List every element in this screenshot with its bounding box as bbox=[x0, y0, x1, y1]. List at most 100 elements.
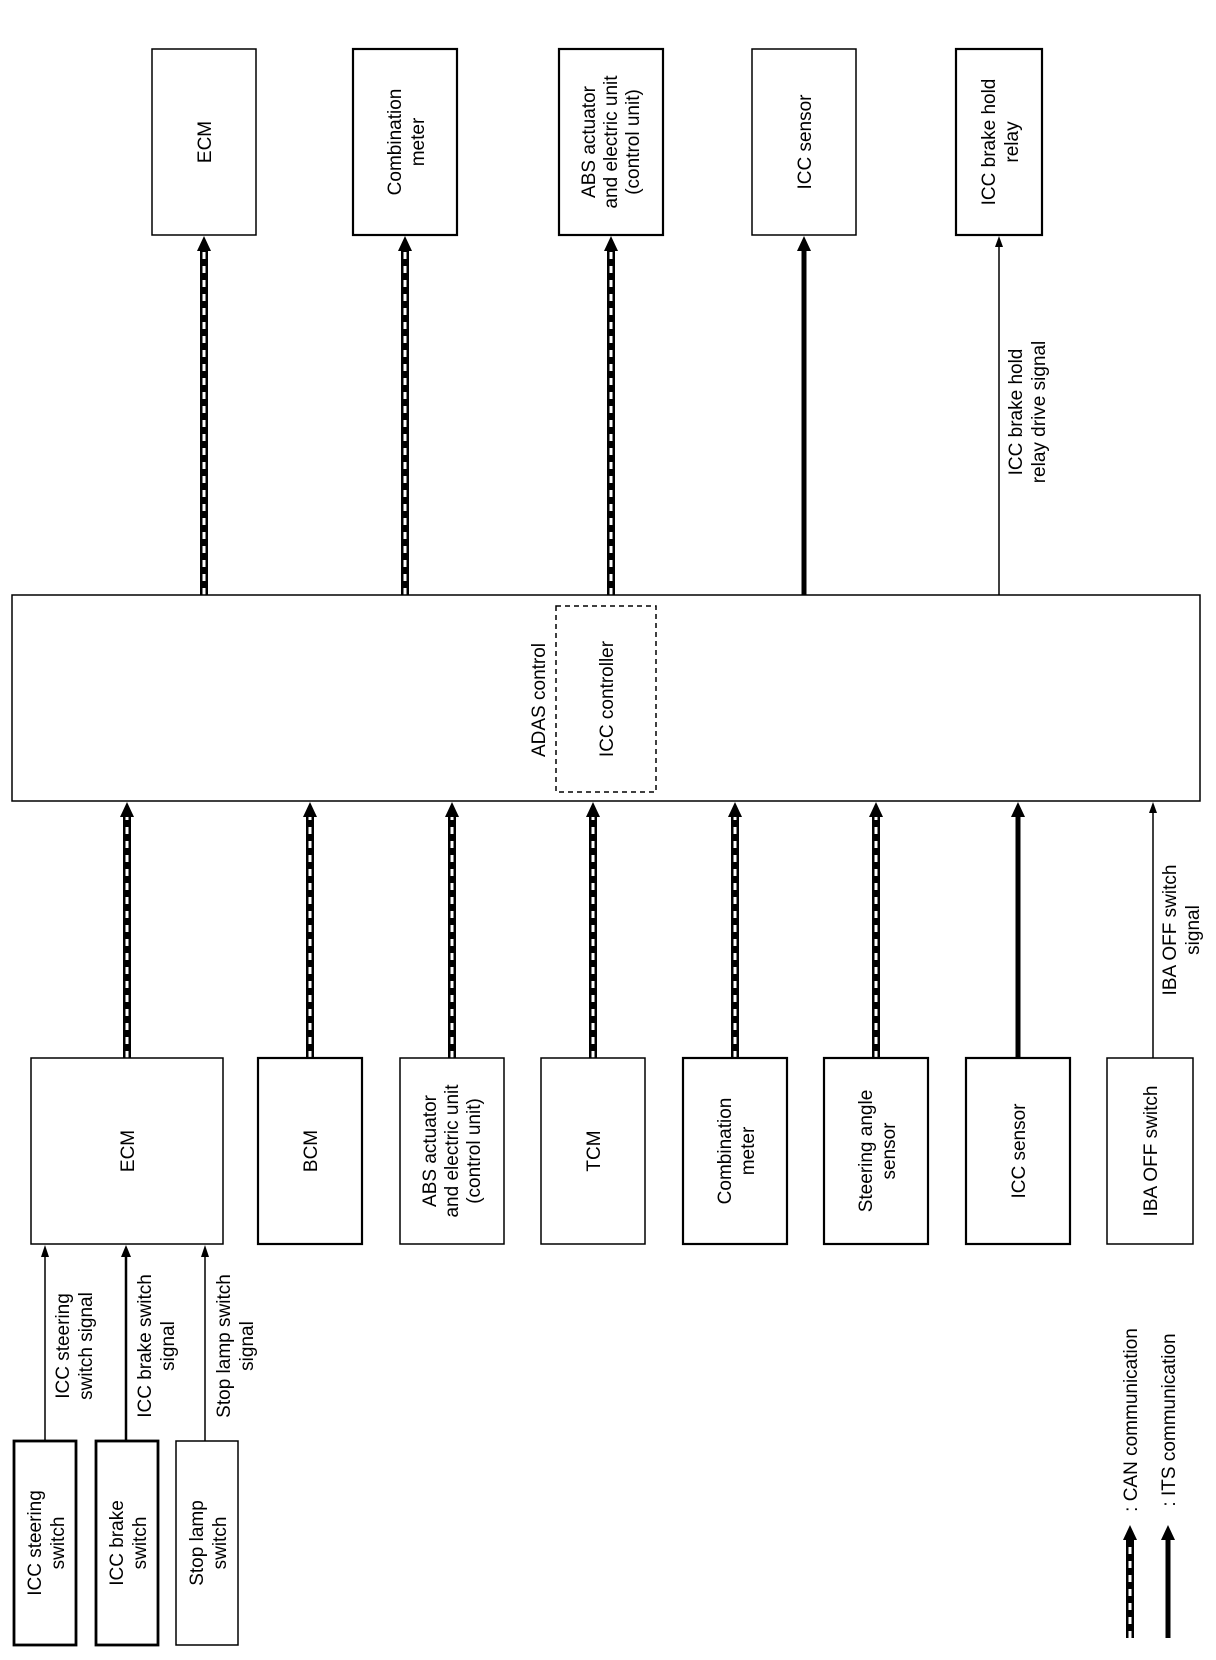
block-iba-off-switch-input-label: IBA OFF switch bbox=[1141, 1086, 1162, 1217]
can-line-from-meter bbox=[728, 802, 742, 1058]
block-abs-input-line2: and electric unit bbox=[442, 1084, 463, 1218]
block-abs-output-line3: (control unit) bbox=[623, 89, 644, 195]
can-arrow-icon bbox=[1123, 1525, 1137, 1540]
block-stop-lamp-switch: Stop lamp switch bbox=[175, 1440, 239, 1646]
block-combination-meter-output: Combination meter bbox=[351, 47, 459, 237]
svg-text:ICC brake switch: ICC brake switch bbox=[135, 1274, 156, 1418]
block-combination-meter-input-line1: Combination bbox=[715, 1098, 736, 1205]
arrow-head-icon bbox=[120, 802, 134, 817]
can-line-from-bcm bbox=[303, 802, 317, 1058]
block-brake-hold-relay-line2: relay bbox=[1002, 121, 1023, 163]
signal-line-brake-switch bbox=[121, 1245, 131, 1441]
arrow-head-icon bbox=[398, 236, 412, 251]
block-icc-sensor-output-label: ICC sensor bbox=[795, 94, 816, 190]
legend-can-label: : CAN communication bbox=[1121, 1328, 1142, 1512]
icc-steering-switch-line2: switch bbox=[48, 1517, 69, 1570]
arrow-head-icon bbox=[1149, 802, 1157, 813]
svg-text:relay drive signal: relay drive signal bbox=[1029, 341, 1050, 484]
signal-line-to-relay bbox=[995, 236, 1003, 595]
block-steering-angle-input: Steering angle sensor bbox=[822, 1056, 930, 1246]
signal-line-from-iba bbox=[1149, 802, 1157, 1058]
arrow-head-icon bbox=[586, 802, 600, 817]
block-ecm-output: ECM bbox=[151, 48, 257, 236]
stop-lamp-switch-line2: switch bbox=[210, 1517, 231, 1570]
block-icc-sensor-input: ICC sensor bbox=[964, 1056, 1072, 1246]
arrow-head-icon bbox=[797, 236, 811, 251]
block-abs-input-line3: (control unit) bbox=[464, 1098, 485, 1204]
block-icc-sensor-output: ICC sensor bbox=[751, 48, 857, 236]
can-line-from-steering bbox=[869, 802, 883, 1058]
legend-its-label: : ITS communication bbox=[1159, 1333, 1180, 1506]
can-line-from-ecm bbox=[120, 802, 134, 1058]
block-icc-sensor-input-label: ICC sensor bbox=[1009, 1103, 1030, 1199]
can-line-from-tcm bbox=[586, 802, 600, 1058]
svg-text:Stop lamp switch: Stop lamp switch bbox=[214, 1274, 235, 1418]
block-brake-hold-relay-line1: ICC brake hold bbox=[979, 79, 1000, 206]
block-iba-off-switch-input: IBA OFF switch bbox=[1106, 1057, 1194, 1245]
icc-controller-dashed-box bbox=[555, 605, 657, 793]
legend: : CAN communication : ITS communication bbox=[1121, 1328, 1180, 1638]
brake-switch-signal-label: ICC brake switch signal bbox=[135, 1274, 179, 1418]
arrow-head-icon bbox=[121, 1245, 131, 1257]
block-bcm-input-label: BCM bbox=[301, 1130, 322, 1172]
block-ecm-input: ECM bbox=[30, 1057, 224, 1245]
legend-can: : CAN communication bbox=[1121, 1328, 1142, 1638]
block-abs-input-line1: ABS actuator bbox=[420, 1094, 441, 1207]
arrow-head-icon bbox=[728, 802, 742, 817]
svg-text:ICC brake hold: ICC brake hold bbox=[1006, 349, 1027, 476]
steering-switch-signal-label: ICC steering switch signal bbox=[53, 1292, 97, 1400]
block-abs-output-line1: ABS actuator bbox=[579, 85, 600, 198]
block-ecm-output-label: ECM bbox=[195, 121, 216, 163]
relay-drive-signal-label: ICC brake hold relay drive signal bbox=[1006, 341, 1050, 484]
svg-text:IBA OFF switch: IBA OFF switch bbox=[1160, 865, 1181, 996]
svg-text:signal: signal bbox=[158, 1321, 179, 1371]
arrow-head-icon bbox=[445, 802, 459, 817]
svg-text:switch signal: switch signal bbox=[76, 1292, 97, 1400]
block-icc-steering-switch: ICC steering switch bbox=[12, 1439, 78, 1647]
block-bcm-input: BCM bbox=[256, 1056, 364, 1246]
block-tcm-input: TCM bbox=[540, 1057, 646, 1245]
block-steering-angle-input-line2: sensor bbox=[879, 1122, 900, 1180]
arrow-head-icon bbox=[604, 236, 618, 251]
block-combination-meter-input: Combination meter bbox=[681, 1056, 789, 1246]
block-tcm-input-label: TCM bbox=[584, 1130, 605, 1171]
arrow-head-icon bbox=[869, 802, 883, 817]
arrow-head-icon bbox=[197, 236, 211, 251]
block-brake-hold-relay: ICC brake hold relay bbox=[954, 47, 1044, 237]
svg-text:ICC steering: ICC steering bbox=[53, 1293, 74, 1399]
signal-line-stop-lamp-switch bbox=[201, 1245, 209, 1441]
block-icc-brake-switch: ICC brake switch bbox=[94, 1439, 160, 1647]
icc-brake-switch-line1: ICC brake bbox=[107, 1500, 128, 1586]
block-abs-output: ABS actuator and electric unit (control … bbox=[557, 47, 665, 237]
svg-text:signal: signal bbox=[237, 1321, 258, 1371]
block-combination-meter-input-line2: meter bbox=[738, 1126, 759, 1175]
icc-controller-label: ICC controller bbox=[597, 640, 618, 757]
arrow-head-icon bbox=[995, 236, 1003, 247]
block-adas-control: ADAS control ICC controller bbox=[11, 594, 1201, 802]
stop-lamp-switch-line1: Stop lamp bbox=[187, 1500, 208, 1586]
can-line-to-ecm bbox=[197, 236, 211, 595]
signal-line-steering-switch bbox=[41, 1245, 49, 1441]
svg-text:signal: signal bbox=[1183, 905, 1204, 955]
arrow-head-icon bbox=[1011, 802, 1025, 817]
arrow-head-icon bbox=[303, 802, 317, 817]
can-line-to-meter bbox=[398, 236, 412, 595]
stop-lamp-switch-signal-label: Stop lamp switch signal bbox=[214, 1274, 258, 1418]
block-ecm-input-label: ECM bbox=[118, 1130, 139, 1172]
its-line-to-icc-sensor bbox=[797, 236, 811, 595]
block-abs-input: ABS actuator and electric unit (control … bbox=[399, 1057, 505, 1245]
block-combination-meter-output-line1: Combination bbox=[385, 89, 406, 196]
icc-brake-switch-line2: switch bbox=[130, 1517, 151, 1570]
arrow-head-icon bbox=[41, 1245, 49, 1257]
block-combination-meter-output-line2: meter bbox=[408, 117, 429, 166]
block-abs-output-line2: and electric unit bbox=[601, 75, 622, 209]
iba-switch-signal-label: IBA OFF switch signal bbox=[1160, 865, 1204, 996]
block-steering-angle-input-line1: Steering angle bbox=[856, 1090, 877, 1213]
legend-its: : ITS communication bbox=[1159, 1333, 1180, 1638]
icc-steering-switch-line1: ICC steering bbox=[25, 1490, 46, 1596]
arrow-head-icon bbox=[201, 1245, 209, 1257]
adas-control-title: ADAS control bbox=[529, 643, 550, 757]
can-line-from-abs bbox=[445, 802, 459, 1058]
can-line-to-abs bbox=[604, 236, 618, 595]
